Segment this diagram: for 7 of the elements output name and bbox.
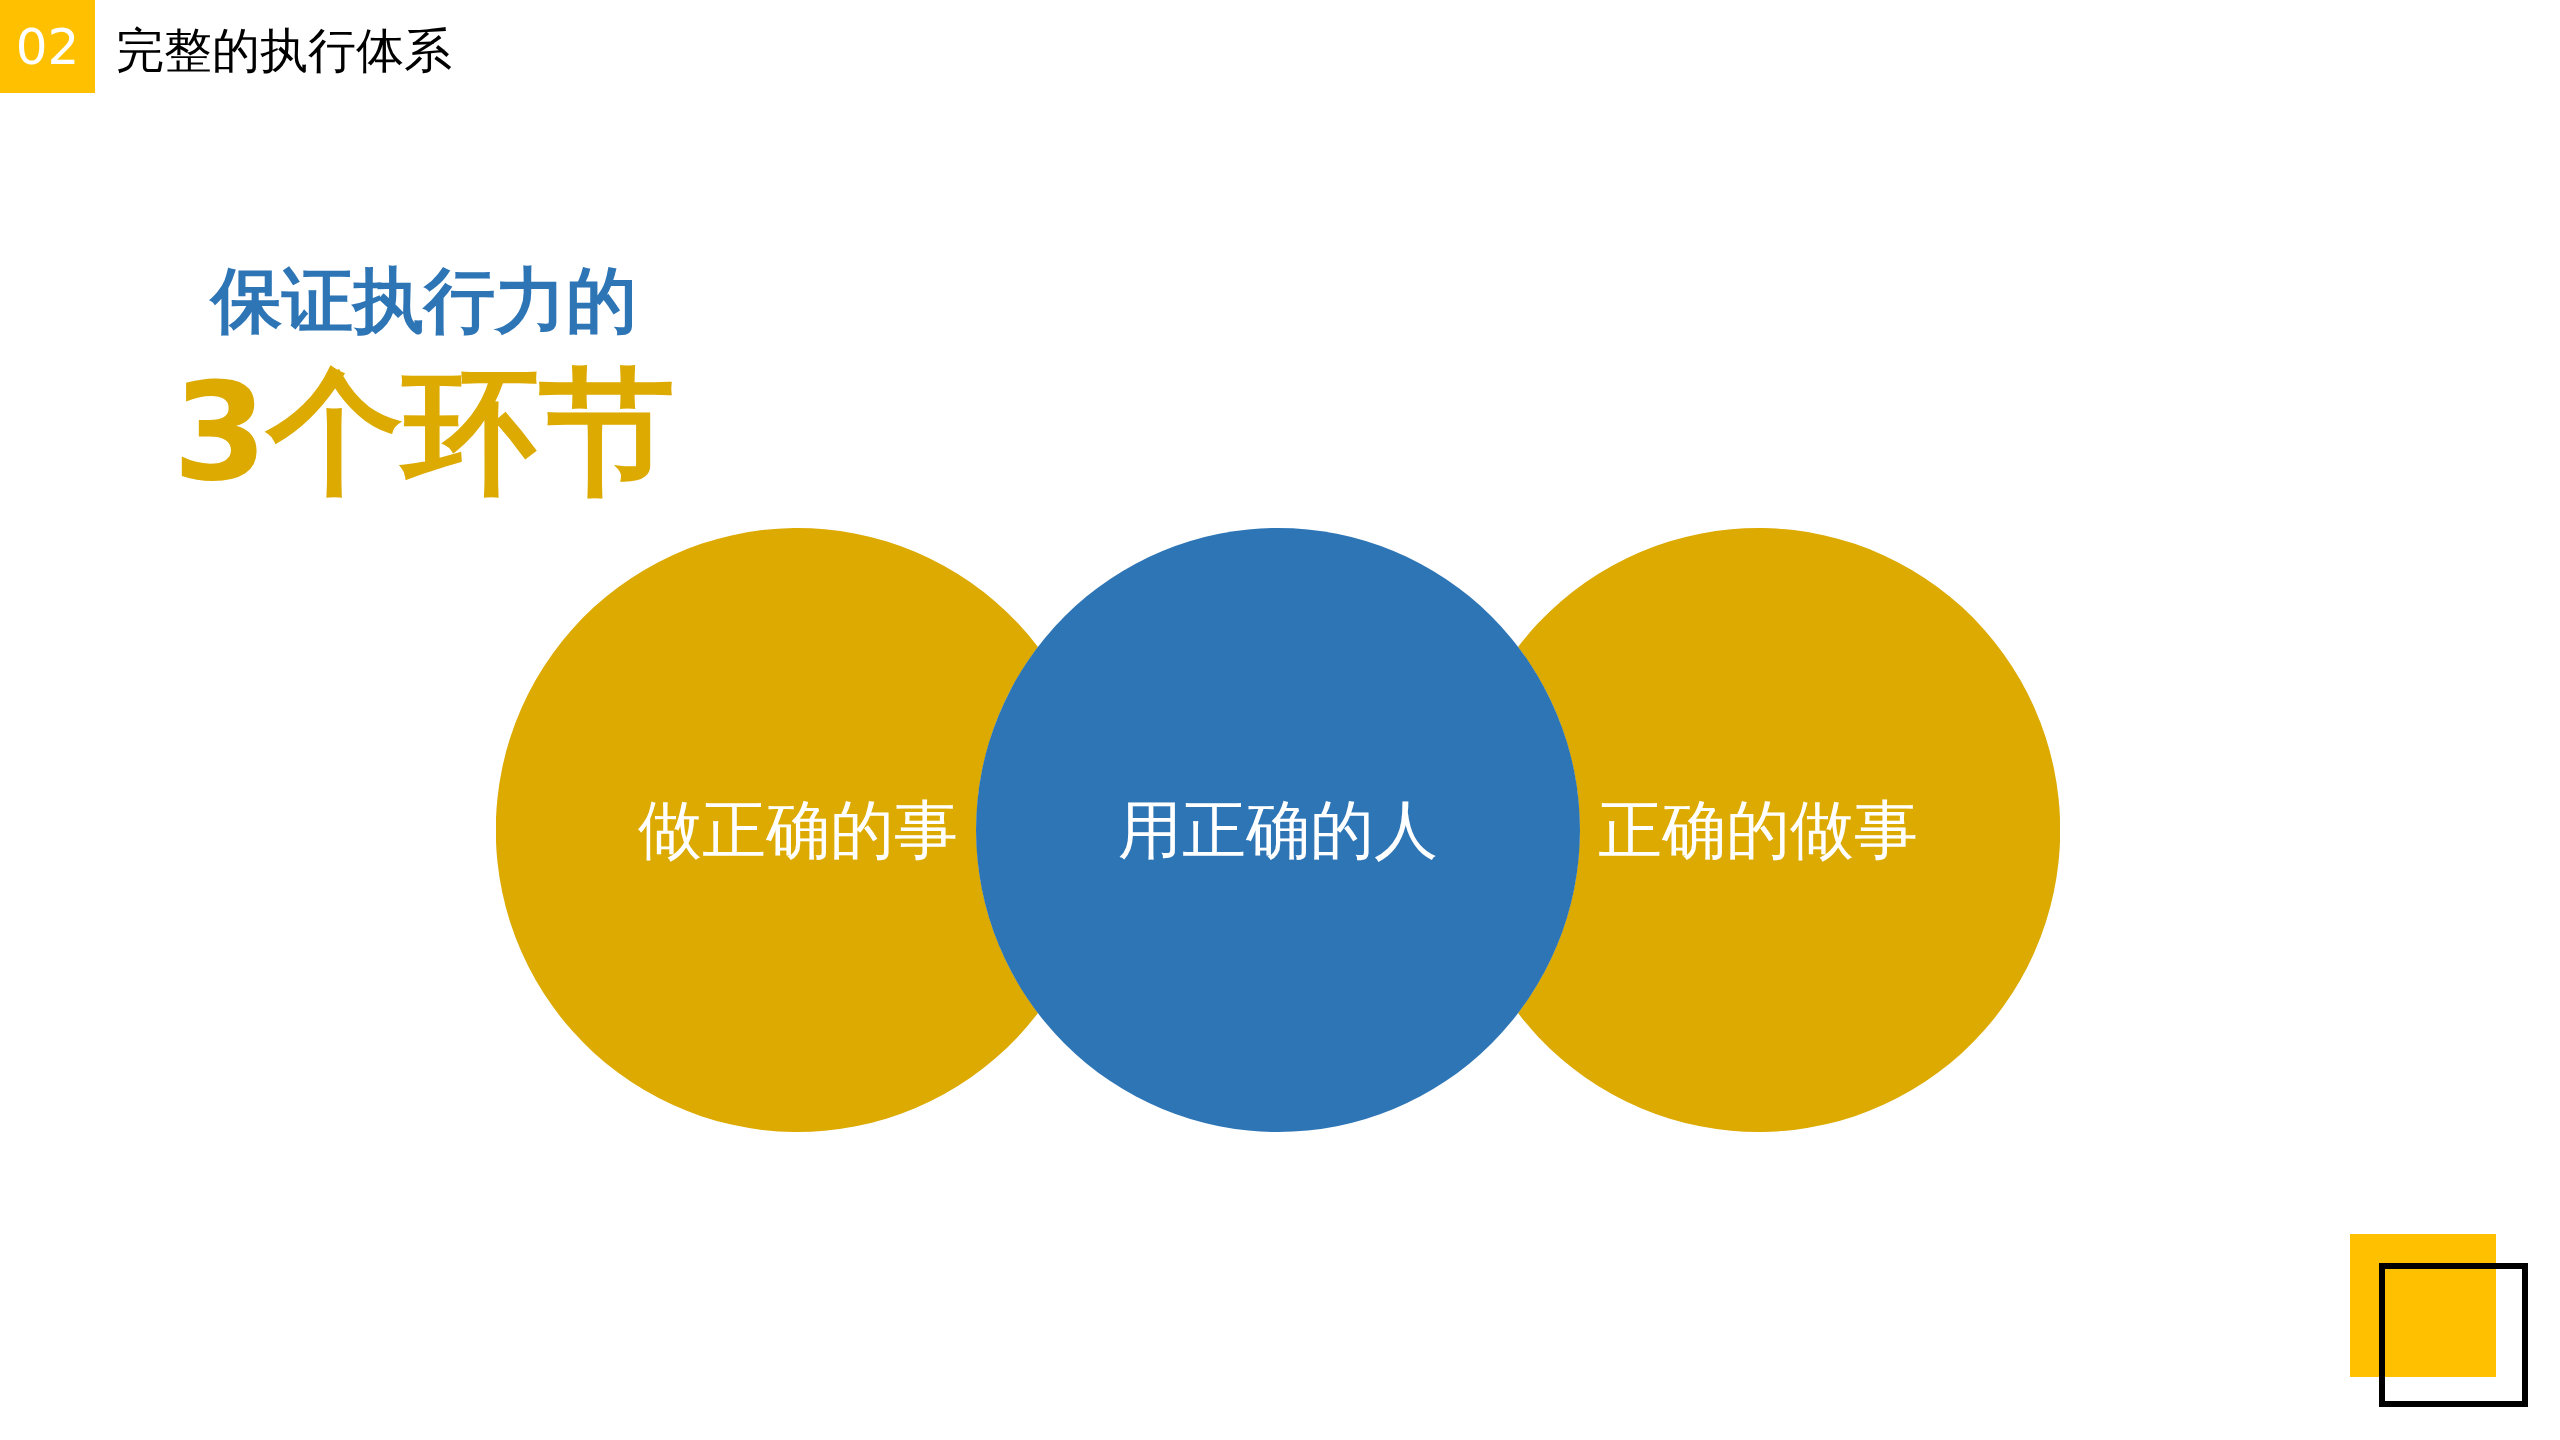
- page-title: 完整的执行体系: [116, 22, 452, 80]
- circle-label: 做正确的事: [638, 794, 958, 866]
- circle-label: 正确的做事: [1598, 794, 1918, 866]
- section-number: 02: [0, 0, 95, 93]
- heading: 3个环节: [172, 364, 676, 501]
- circle-label: 用正确的人: [1118, 794, 1438, 866]
- subheading: 保证执行力的: [211, 262, 637, 341]
